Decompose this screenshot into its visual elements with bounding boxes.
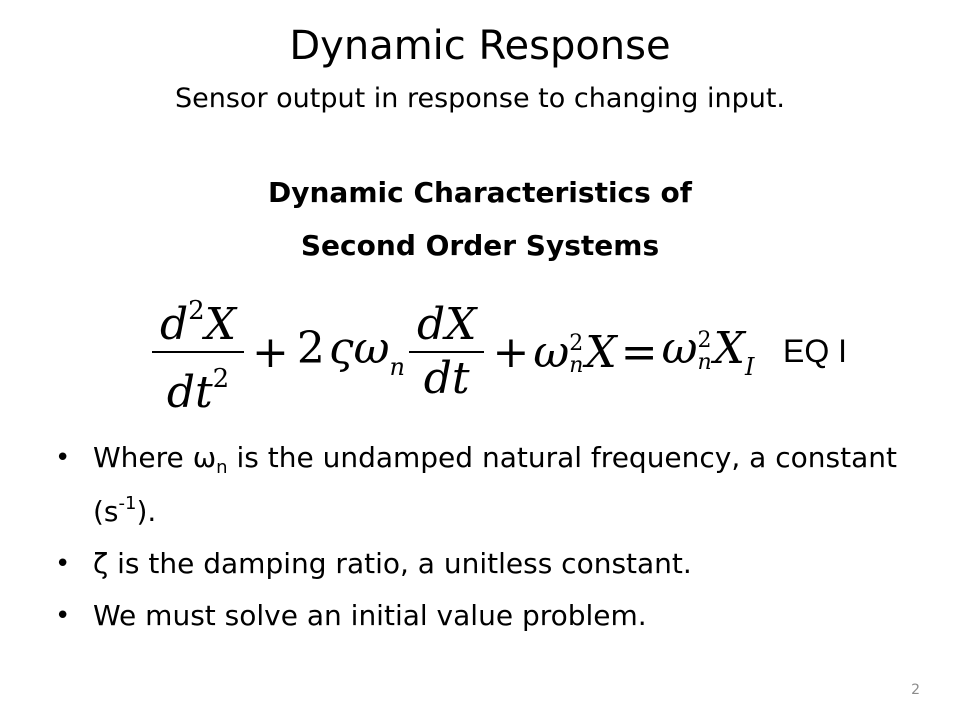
- fraction-bar: [152, 351, 245, 353]
- plus-sign: +: [492, 326, 530, 378]
- second-derivative-fraction: d2X dt2: [152, 285, 245, 419]
- bullet-list: Where ωn is the undamped natural frequen…: [55, 440, 915, 650]
- fraction-numerator: dX: [416, 299, 477, 350]
- damping-term: 2ςωn: [296, 323, 405, 381]
- first-derivative-fraction: dX dt: [408, 299, 485, 405]
- bullet-item-natural-frequency: Where ωn is the undamped natural frequen…: [55, 440, 915, 530]
- section-heading-line2: Second Order Systems: [300, 229, 660, 262]
- section-heading-line1: Dynamic Characteristics of: [268, 176, 692, 209]
- page-number: 2: [911, 682, 920, 698]
- fraction-bar: [408, 351, 485, 353]
- bullet-item-initial-value: We must solve an initial value problem.: [55, 598, 915, 634]
- fraction-denominator: dt2: [166, 364, 230, 418]
- fraction-denominator: dt: [423, 353, 470, 404]
- bullet-item-damping-ratio: ζ is the damping ratio, a unitless const…: [55, 546, 915, 582]
- fraction-numerator: d2X: [160, 296, 237, 350]
- equation-label: EQ I: [783, 333, 848, 369]
- equals-sign: =: [620, 326, 658, 378]
- slide-subtitle: Sensor output in response to changing in…: [175, 83, 785, 114]
- slide-title: Dynamic Response: [289, 23, 671, 69]
- plus-sign: +: [252, 326, 289, 378]
